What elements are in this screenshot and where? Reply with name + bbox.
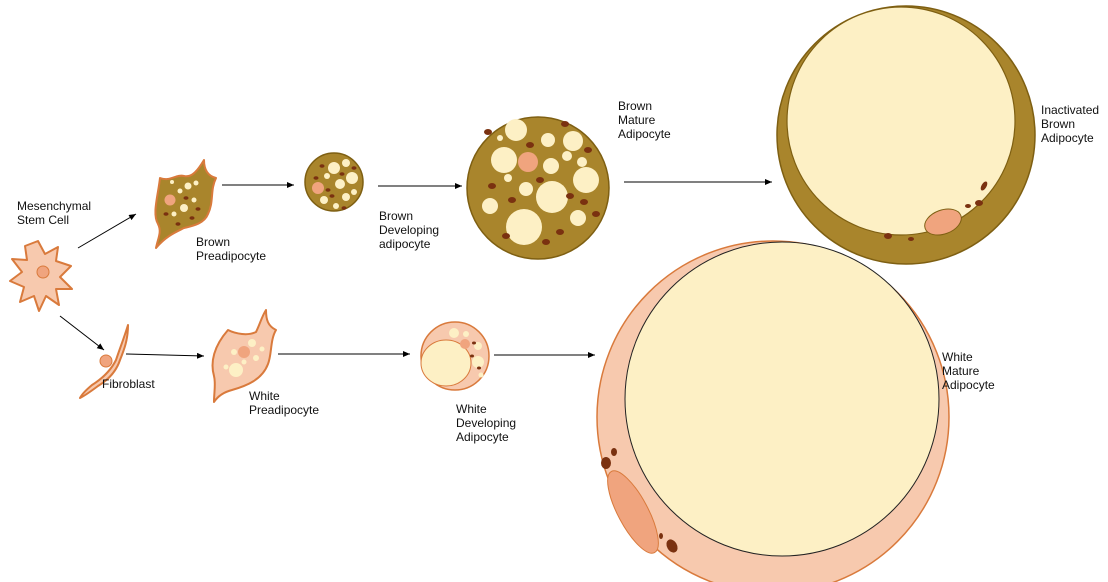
arrow-stem-to-fibroblast bbox=[60, 316, 104, 350]
white-developing-adipocyte bbox=[421, 322, 489, 390]
brown-mature-adipocyte bbox=[467, 117, 609, 259]
white-mature-adipocyte bbox=[597, 241, 949, 582]
mesenchymal-stem-cell bbox=[10, 241, 72, 311]
arrow-fibroblast-to-white-preadipocyte bbox=[126, 354, 204, 356]
brown-developing-adipocyte bbox=[305, 153, 363, 211]
label-fibroblast: Fibroblast bbox=[102, 377, 155, 391]
inactivated-brown-adipocyte bbox=[777, 6, 1035, 264]
